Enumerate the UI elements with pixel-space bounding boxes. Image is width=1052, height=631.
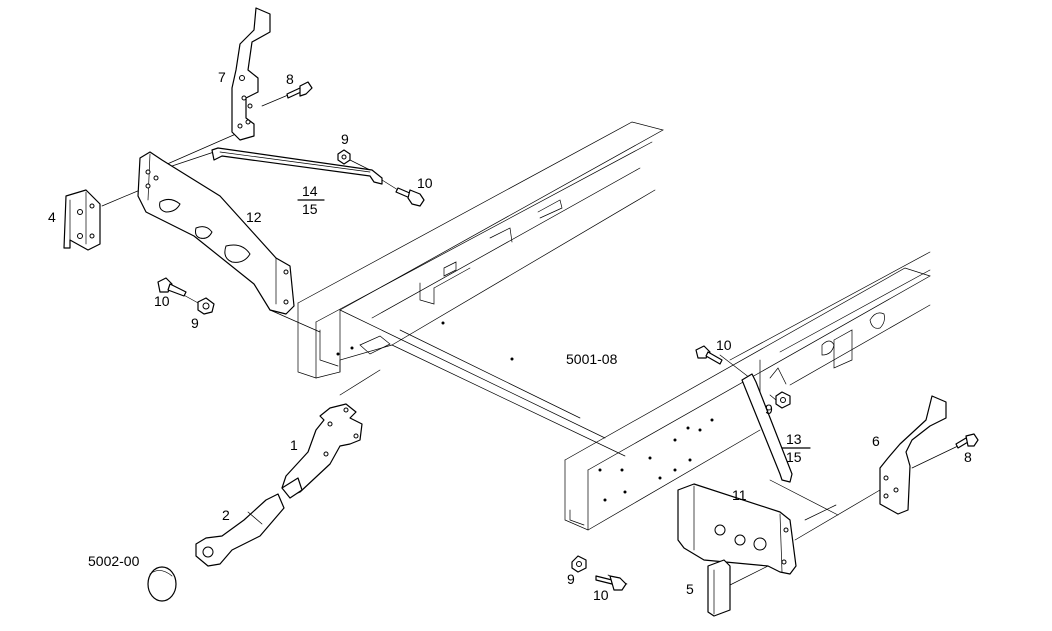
cap-5002-00	[147, 566, 177, 602]
label-bolt-8-right: 8	[964, 449, 972, 465]
label-strut-15-right: 15	[786, 449, 802, 465]
spacer-part-5	[707, 559, 731, 617]
nut-part-9-left	[197, 297, 215, 315]
coupling-part-1	[281, 403, 363, 499]
label-bolt-10-right: 10	[716, 337, 732, 353]
bolt-part-10-bottom	[595, 575, 627, 591]
label-strut-13: 13	[786, 431, 802, 447]
label-plate-4: 4	[48, 209, 56, 225]
label-bracket-7: 7	[218, 69, 226, 85]
label-strut-15: 15	[302, 201, 318, 217]
assembly-leader-lines	[101, 89, 961, 586]
label-spacer-5: 5	[686, 581, 694, 597]
label-bracket-6: 6	[872, 433, 880, 449]
crossmember-part-11	[677, 483, 797, 575]
label-bolt-10-upper: 10	[417, 175, 433, 191]
plate-part-4	[63, 189, 101, 251]
label-strut-14: 14	[302, 183, 318, 199]
bracket-part-6	[879, 395, 947, 515]
label-cap-5002-00: 5002-00	[88, 553, 140, 569]
nut-part-9-bottom	[571, 555, 587, 573]
bolt-part-8-top	[286, 81, 313, 99]
bolt-part-10-left	[157, 277, 187, 297]
label-frame-5001-08: 5001-08	[566, 351, 618, 367]
label-nut-9-upper: 9	[341, 131, 349, 147]
part-labels: 7 8 9 10 14 15 4 12 10 9 5001-08 10 9 13…	[48, 69, 972, 603]
label-bolt-10-bottom: 10	[593, 587, 609, 603]
chassis-frame	[297, 121, 931, 531]
label-crossmember-11: 11	[732, 487, 747, 503]
bolt-part-8-right	[955, 433, 979, 449]
bolt-part-10-right-upper	[695, 345, 723, 365]
strut-part-13-15	[741, 373, 793, 483]
label-coupling-1: 1	[290, 437, 298, 453]
crossmember-part-12	[137, 151, 295, 315]
nut-part-9-right-upper	[775, 391, 791, 409]
strut-part-14-15	[211, 147, 383, 185]
label-bolt-8-top: 8	[286, 71, 294, 87]
nut-part-9-upper	[337, 149, 351, 165]
label-nut-9-left: 9	[191, 315, 199, 331]
label-drawbar-2: 2	[222, 507, 230, 523]
label-bolt-10-left: 10	[154, 293, 170, 309]
bolt-part-10-upper	[395, 187, 425, 207]
label-nut-9-bottom: 9	[567, 571, 575, 587]
label-nut-9-right: 9	[765, 401, 773, 417]
bracket-part-7	[231, 7, 271, 141]
label-crossmember-12: 12	[246, 209, 262, 225]
drawbar-part-2	[195, 493, 285, 567]
